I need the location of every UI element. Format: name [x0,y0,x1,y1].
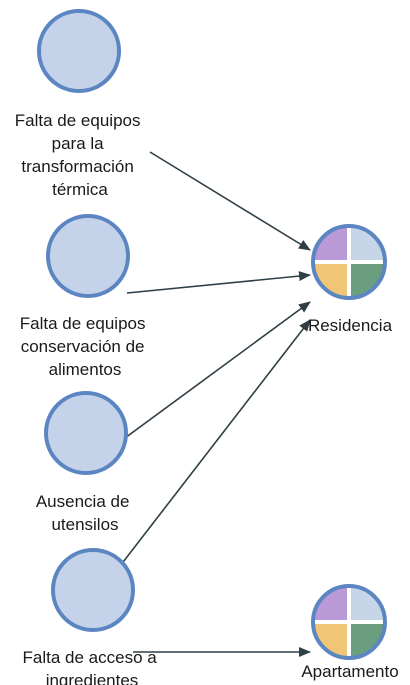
factor-node-circle [37,9,121,93]
edges [119,151,311,657]
label-line: Falta de equipos [15,111,141,130]
edge-falta-equipos-transformacion-to-residencia [149,151,311,251]
label-line: para la [52,134,105,153]
factor-node[interactable]: Falta de equipos conservación de aliment… [20,214,150,379]
edge-ausencia-utensilos-to-residencia [124,301,311,439]
label-line: Falta de equipos [20,314,146,333]
outcome-node-residencia[interactable]: Residencia [308,224,393,335]
factor-node-circle [46,214,130,298]
factor-node-label: Ausencia de utensilos [36,492,134,534]
label-line: térmica [52,180,108,199]
factor-node-label: Falta de equipos para la transformación … [15,111,145,199]
factor-node[interactable]: Falta de acceso a ingredientes [23,548,162,685]
label-line: Ausencia de [36,492,130,511]
label-line: utensilos [51,515,118,534]
outcome-node-label: Apartamento [301,662,398,681]
factor-node-circle [51,548,135,632]
edge-falta-equipos-conservacion-to-residencia [126,271,311,294]
label-line: alimentos [49,360,122,379]
factor-node-label: Falta de acceso a ingredientes [23,648,162,685]
outcome-node-apartamento[interactable]: Apartamento [301,584,399,681]
label-line: Falta de acceso a [23,648,158,667]
outcome-node-ring [311,224,387,300]
label-line: conservación de [21,337,145,356]
outcome-node-ring [311,584,387,660]
outcome-node-label: Residencia [308,316,393,335]
factor-node[interactable]: Falta de equipos para la transformación … [15,9,145,199]
factor-node[interactable]: Ausencia de utensilos [36,391,134,534]
label-line: transformación [21,157,133,176]
factor-node-label: Falta de equipos conservación de aliment… [20,314,150,379]
edge-falta-acceso-ingredientes-to-residencia [119,319,311,567]
factor-node-circle [44,391,128,475]
label-line: ingredientes [46,671,139,685]
